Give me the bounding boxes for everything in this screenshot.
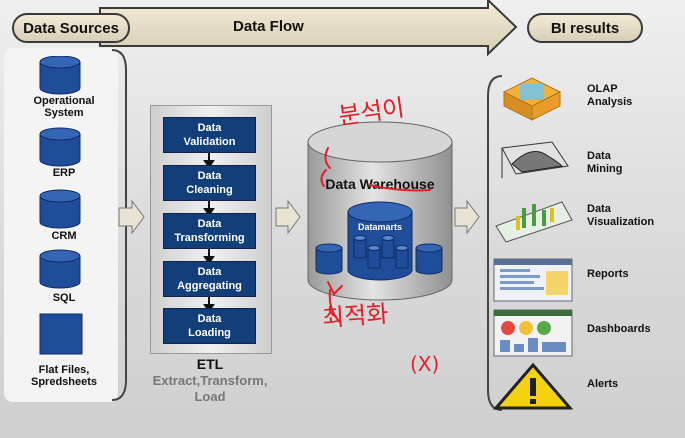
- bi-label-reports: Reports: [587, 268, 629, 280]
- source-label-crm: CRM: [51, 230, 77, 242]
- bi-results-header: BI results: [527, 13, 643, 43]
- source-label-operational: Operational System: [33, 95, 95, 119]
- data-mining-surface-icon: [501, 141, 569, 178]
- cylinder-erp: [39, 133, 81, 167]
- dashboard-screenshot-icon: [493, 309, 573, 357]
- source-label-sql: SQL: [52, 292, 76, 304]
- annotation-bottom: 최적화: [321, 299, 390, 333]
- arrow-sources-to-etl: [118, 199, 145, 235]
- source-cylinders: [39, 56, 83, 355]
- olap-cube-icon: [502, 77, 562, 121]
- warning-triangle-icon: [492, 362, 574, 410]
- cylinder-sql: [39, 255, 81, 289]
- etl-subtitle-line1: Extract,Transform,: [152, 373, 268, 388]
- data-sources-header: Data Sources: [12, 13, 130, 43]
- data-flow-header: Data Flow: [233, 18, 304, 35]
- bi-label-alerts: Alerts: [587, 378, 619, 390]
- datamarts-label: Datamarts: [357, 222, 403, 232]
- source-label-erp: ERP: [52, 167, 76, 179]
- handwritten-annotation-strokes: [320, 147, 431, 323]
- data-warehouse-title: Data Warehouse: [325, 176, 435, 192]
- source-label-flatfiles: Flat Files, Spredsheets: [30, 364, 98, 388]
- data-flow-arrow-band: [99, 0, 518, 57]
- arrow-etl-to-dw: [275, 199, 301, 235]
- etl-subtitle-line2: Load: [194, 389, 226, 404]
- etl-title: ETL: [196, 356, 224, 372]
- data-visualization-icon: [495, 201, 573, 243]
- annotation-x: (X): [410, 352, 440, 376]
- data-warehouse-cylinder: [307, 121, 453, 301]
- arrow-dw-to-bi: [454, 199, 480, 235]
- cylinder-operational: [39, 61, 81, 95]
- flat-file-block: [39, 313, 83, 355]
- bi-label-dashboards: Dashboards: [587, 323, 651, 335]
- report-screenshot-icon: [493, 258, 573, 302]
- cylinder-crm: [39, 195, 81, 229]
